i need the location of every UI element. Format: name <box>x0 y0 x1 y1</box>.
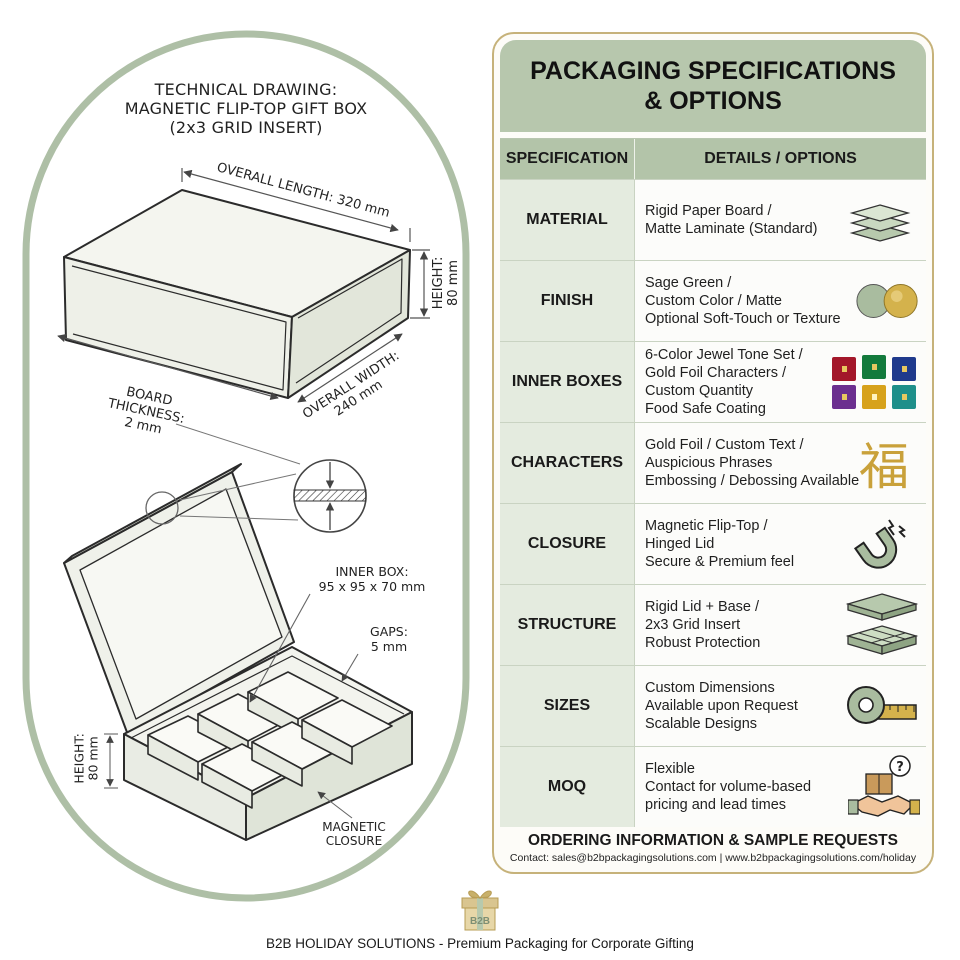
spec-name: STRUCTURE <box>500 585 634 665</box>
height-bottom-label-line-1: HEIGHT: <box>71 733 87 784</box>
spec-name: INNER BOXES <box>500 342 634 422</box>
drawing-title-line-2: MAGNETIC FLIP-TOP GIFT BOX <box>124 99 368 119</box>
inner-box-label-line-1: INNER BOX: <box>335 564 409 579</box>
gaps-label: GAPS: 5 mm <box>354 624 424 654</box>
spec-row-inner-boxes: INNER BOXES 6-Color Jewel Tone Set / Gol… <box>500 341 926 422</box>
spec-details: Rigid Lid + Base / 2x3 Grid Insert Robus… <box>645 598 760 652</box>
height-top-label: HEIGHT: 80 mm <box>431 248 462 318</box>
b2b-gift-logo: B2B <box>458 884 502 932</box>
gaps-label-line-1: GAPS: <box>370 624 408 639</box>
magnet-icon <box>846 511 914 577</box>
spec-detail-line: Auspicious Phrases <box>645 455 773 471</box>
spec-detail-line: Sage Green / <box>645 275 732 291</box>
spec-details: Custom Dimensions Available upon Request… <box>645 679 798 733</box>
spec-title: PACKAGING SPECIFICATIONS & OPTIONS <box>530 56 896 116</box>
inner-box-label-line-2: 95 x 95 x 70 mm <box>318 579 426 594</box>
height-top-label-line-2: 80 mm <box>446 259 461 306</box>
spec-row-structure: STRUCTURE Rigid Lid + Base / 2x3 Grid In… <box>500 584 926 665</box>
magnetic-closure-label-line-1: MAGNETIC <box>322 820 386 834</box>
spec-detail-line: Food Safe Coating <box>645 401 766 417</box>
gaps-label-line-2: 5 mm <box>370 639 408 654</box>
spec-detail-line: pricing and lead times <box>645 797 787 813</box>
inner-box-label: INNER BOX: 95 x 95 x 70 mm <box>312 564 432 594</box>
color-swatch-icon <box>854 268 922 334</box>
spec-panel: PACKAGING SPECIFICATIONS & OPTIONS SPECI… <box>492 32 934 874</box>
spec-detail-line: 6-Color Jewel Tone Set / <box>645 347 803 363</box>
spec-detail-line: Scalable Designs <box>645 716 758 732</box>
handshake-icon: ? <box>848 754 920 820</box>
spec-details: 6-Color Jewel Tone Set / Gold Foil Chara… <box>645 346 803 418</box>
spec-name: MOQ <box>500 747 634 827</box>
height-bottom-label-line-2: 80 mm <box>86 736 101 781</box>
spec-details: Sage Green / Custom Color / Matte Option… <box>645 274 841 328</box>
spec-detail-line: Available upon Request <box>645 698 798 714</box>
spec-name: CLOSURE <box>500 504 634 584</box>
spec-details: Magnetic Flip-Top / Hinged Lid Secure & … <box>645 517 794 571</box>
col-header-specification: SPECIFICATION <box>505 150 629 167</box>
fu-character-glyph: 福 <box>859 438 909 496</box>
spec-row-moq: MOQ Flexible Contact for volume-based pr… <box>500 746 926 827</box>
magnetic-closure-label: MAGNETIC CLOSURE <box>304 820 404 849</box>
spec-header: PACKAGING SPECIFICATIONS & OPTIONS <box>500 40 926 132</box>
spec-row-closure: CLOSURE Magnetic Flip-Top / Hinged Lid S… <box>500 503 926 584</box>
spec-row-finish: FINISH Sage Green / Custom Color / Matte… <box>500 260 926 341</box>
spec-detail-line: Flexible <box>645 761 695 777</box>
board-thickness-detail <box>145 423 367 533</box>
spec-name: CHARACTERS <box>500 423 634 503</box>
drawing-title: TECHNICAL DRAWING: MAGNETIC FLIP-TOP GIF… <box>96 80 396 138</box>
ordering-info-title: ORDERING INFORMATION & SAMPLE REQUESTS <box>527 832 898 849</box>
svg-text:?: ? <box>896 760 904 775</box>
drawing-title-line-1: TECHNICAL DRAWING: <box>154 80 338 99</box>
footer-tagline: B2B HOLIDAY SOLUTIONS - Premium Packagin… <box>266 936 694 951</box>
spec-table-header: SPECIFICATION DETAILS / OPTIONS <box>500 139 926 179</box>
spec-detail-line: Secure & Premium feel <box>645 554 795 570</box>
spec-detail-line: Custom Dimensions <box>645 680 775 696</box>
spec-row-material: MATERIAL Rigid Paper Board / Matte Lamin… <box>500 179 926 260</box>
inner-boxes <box>147 671 393 809</box>
spec-detail-line: 2x3 Grid Insert <box>645 617 741 633</box>
spec-detail-line: Gold Foil / Custom Text / <box>645 437 804 453</box>
spec-detail-line: Rigid Paper Board / <box>645 203 772 219</box>
spec-detail-line: Robust Protection <box>645 635 761 651</box>
spec-detail-line: Magnetic Flip-Top / <box>645 518 768 534</box>
spec-row-characters: CHARACTERS Gold Foil / Custom Text / Aus… <box>500 422 926 503</box>
spec-detail-line: Custom Quantity <box>645 383 753 399</box>
jewel-boxes-icon <box>828 349 920 415</box>
spec-details: Gold Foil / Custom Text / Auspicious Phr… <box>645 436 859 490</box>
height-bottom-label: HEIGHT: 80 mm <box>71 723 102 793</box>
spec-table: SPECIFICATION DETAILS / OPTIONS MATERIAL… <box>500 138 926 827</box>
grid-box-icon <box>844 592 920 658</box>
height-top-label-line-1: HEIGHT: <box>431 256 447 310</box>
spec-name: SIZES <box>500 666 634 746</box>
spec-detail-line: Contact for volume-based <box>645 779 812 795</box>
spec-details: Rigid Paper Board / Matte Laminate (Stan… <box>645 202 817 238</box>
spec-row-sizes: SIZES Custom Dimensions Available upon R… <box>500 665 926 746</box>
spec-detail-line: Matte Laminate (Standard) <box>645 221 818 237</box>
logo-text: B2B <box>470 916 490 927</box>
drawing-title-line-3: (2x3 GRID INSERT) <box>169 118 323 138</box>
fu-character-icon: 福 <box>850 430 918 496</box>
spec-detail-line: Gold Foil Characters / <box>645 365 787 381</box>
spec-detail-line: Custom Color / Matte <box>645 293 782 309</box>
ordering-contact: Contact: sales@b2bpackagingsolutions.com… <box>509 852 917 864</box>
spec-detail-line: Optional Soft-Touch or Texture <box>645 311 841 327</box>
layers-icon <box>846 187 914 253</box>
spec-detail-line: Hinged Lid <box>645 536 715 552</box>
spec-details: Flexible Contact for volume-based pricin… <box>645 760 811 814</box>
magnetic-closure-label-line-2: CLOSURE <box>325 834 383 849</box>
spec-name: MATERIAL <box>500 180 634 260</box>
spec-name: FINISH <box>500 261 634 341</box>
spec-detail-line: Rigid Lid + Base / <box>645 599 760 615</box>
spec-detail-line: Embossing / Debossing Available <box>645 473 860 489</box>
tape-measure-icon <box>844 673 920 739</box>
col-header-details: DETAILS / OPTIONS <box>634 139 926 179</box>
